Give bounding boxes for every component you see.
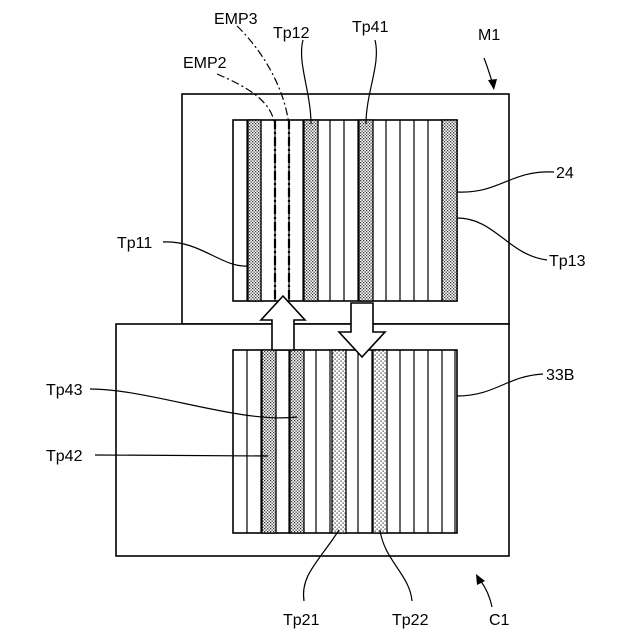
c1-label: C1 — [489, 612, 510, 629]
tp43-column — [290, 350, 304, 533]
ref24-label: 24 — [556, 165, 574, 182]
c1-arrowhead — [476, 574, 485, 585]
emp2-label: EMP2 — [183, 55, 227, 72]
m1-label: M1 — [478, 27, 500, 44]
tp22-label: Tp22 — [392, 612, 429, 629]
tp12-column — [304, 120, 318, 301]
panel-24 — [233, 120, 457, 301]
tp42-label: Tp42 — [46, 448, 83, 465]
tp22-column — [373, 350, 387, 533]
tp21-label: Tp21 — [283, 612, 320, 629]
tp13-column — [442, 120, 457, 301]
m1-arrowhead — [488, 79, 497, 90]
tp21-column — [332, 350, 346, 533]
ref33b-label: 33B — [546, 367, 574, 384]
panel-33b — [233, 350, 457, 533]
tp13-label: Tp13 — [549, 253, 586, 270]
tp41-label: Tp41 — [352, 19, 389, 36]
tp11-label: Tp11 — [117, 235, 152, 252]
tp42-column — [262, 350, 276, 533]
tp41-column — [359, 120, 373, 301]
emp3-label: EMP3 — [214, 11, 258, 28]
panel-24-outline — [233, 120, 457, 301]
c1-arrow-curve — [480, 580, 492, 607]
tp11-column — [248, 120, 261, 301]
tp43-label: Tp43 — [46, 382, 83, 399]
tp12-label: Tp12 — [273, 25, 310, 42]
